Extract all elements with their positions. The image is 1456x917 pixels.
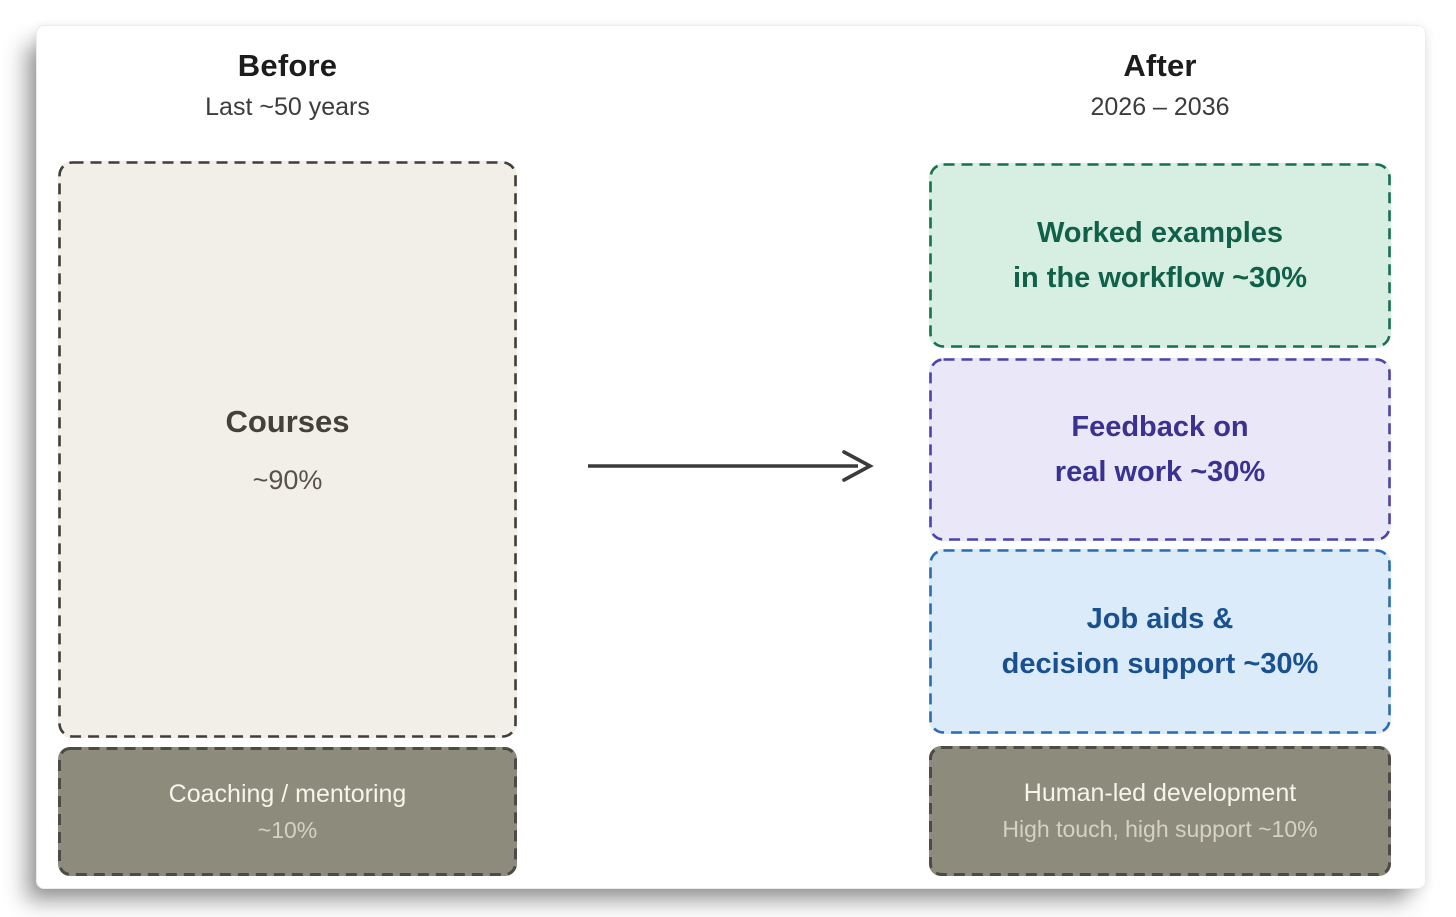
- human-led-subtitle: High touch, high support ~10%: [1002, 816, 1318, 842]
- after-subtitle: 2026 – 2036: [1090, 93, 1230, 121]
- coaching-title: Coaching / mentoring: [168, 779, 407, 808]
- worked-examples-box: Worked examples in the workflow ~30%: [929, 163, 1391, 348]
- job-aids-box: Job aids & decision support ~30%: [929, 549, 1391, 734]
- courses-title: Courses: [225, 403, 350, 439]
- worked-examples-line1: Worked examples: [1036, 216, 1284, 249]
- after-title: After: [1123, 48, 1197, 83]
- courses-box: Courses ~90%: [58, 161, 517, 738]
- before-title: Before: [237, 48, 338, 83]
- coaching-mentoring-box: Coaching / mentoring ~10%: [58, 747, 517, 876]
- feedback-box: Feedback on real work ~30%: [929, 358, 1391, 541]
- courses-value: ~90%: [252, 464, 323, 495]
- job-aids-line1: Job aids &: [1086, 602, 1234, 635]
- feedback-line2: real work ~30%: [1054, 455, 1266, 488]
- before-header: Before Last ~50 years: [58, 48, 517, 122]
- right-arrow-icon: [588, 450, 874, 482]
- dashed-border: [58, 747, 517, 876]
- human-led-development-box: Human-led development High touch, high s…: [929, 746, 1391, 876]
- dashed-border: [58, 161, 517, 738]
- before-after-card: Before Last ~50 years After 2026 – 2036 …: [36, 25, 1426, 889]
- worked-examples-line2: in the workflow ~30%: [1012, 261, 1308, 294]
- job-aids-line2: decision support ~30%: [1001, 647, 1319, 680]
- dashed-border: [929, 746, 1391, 876]
- coaching-value: ~10%: [257, 816, 318, 843]
- human-led-title: Human-led development: [1023, 779, 1297, 807]
- after-header: After 2026 – 2036: [929, 48, 1391, 122]
- feedback-line1: Feedback on: [1071, 410, 1249, 443]
- before-subtitle: Last ~50 years: [205, 93, 370, 121]
